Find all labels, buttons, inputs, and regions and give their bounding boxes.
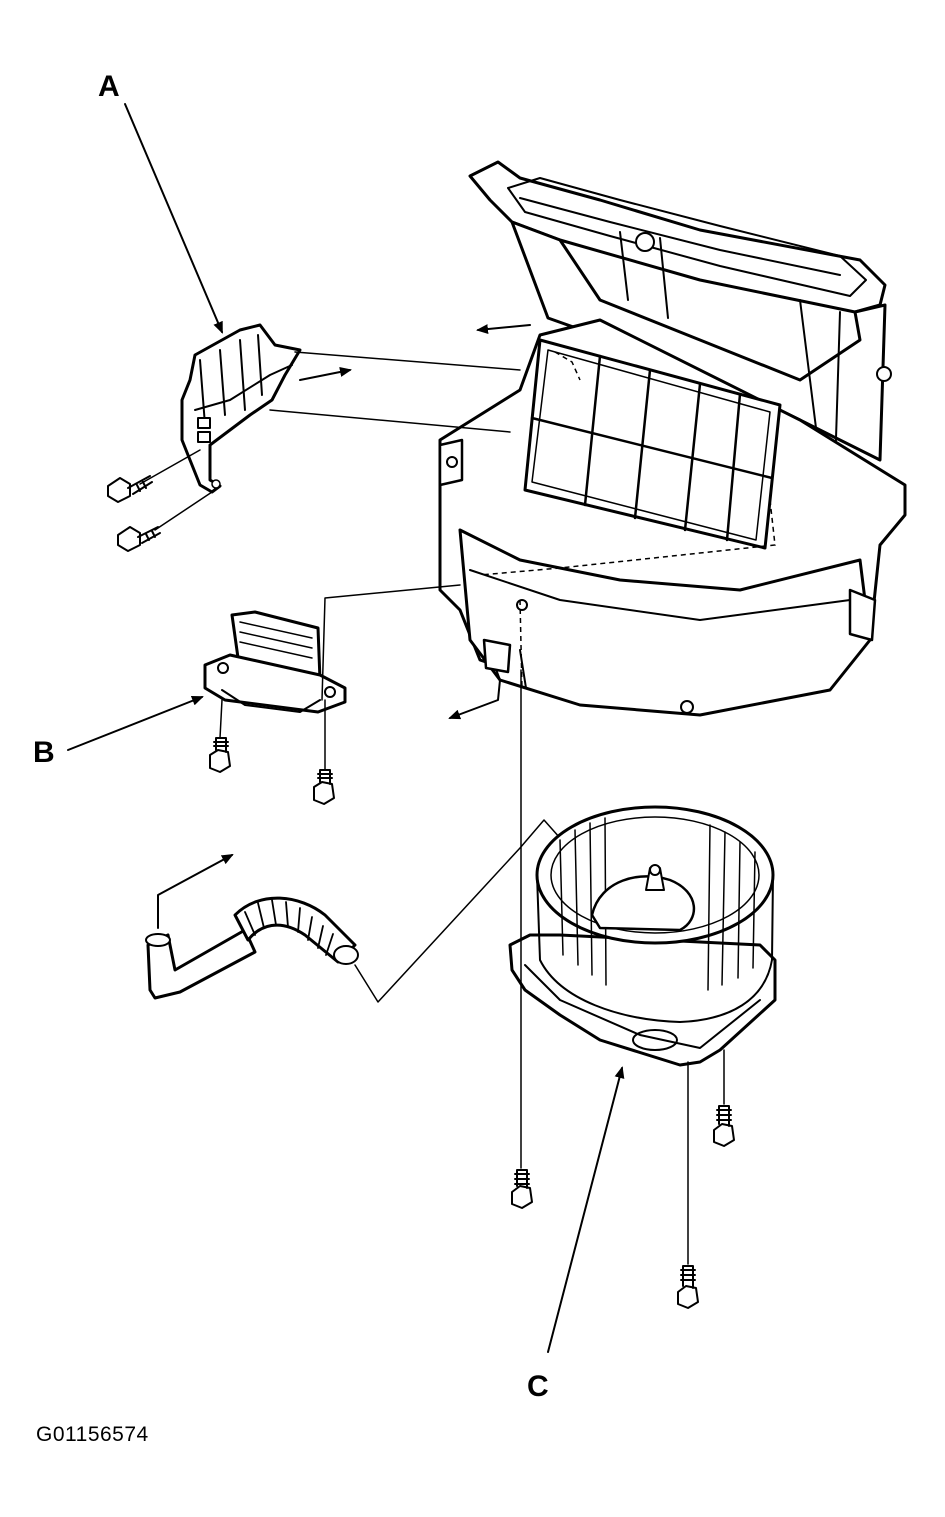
figure-id: G01156574 bbox=[36, 1423, 149, 1446]
screw-c2-icon bbox=[713, 1105, 735, 1147]
blower-motor-part-c bbox=[508, 805, 777, 1067]
resistor-part-b bbox=[203, 610, 347, 714]
screw-a2-icon bbox=[117, 526, 161, 552]
leader-lines-a bbox=[124, 103, 531, 531]
leader-lines-c bbox=[520, 669, 725, 1353]
blower-housing bbox=[438, 160, 907, 717]
screw-c1-icon bbox=[511, 1169, 533, 1209]
screw-b2-icon bbox=[313, 769, 335, 805]
leader-lines-b bbox=[67, 584, 501, 771]
drain-hose bbox=[145, 819, 561, 1003]
bracket-part-a bbox=[180, 323, 302, 494]
screw-a1-icon bbox=[107, 475, 153, 503]
screw-b1-icon bbox=[209, 737, 231, 773]
screw-c3-icon bbox=[677, 1265, 699, 1309]
callout-label-b: B bbox=[33, 736, 55, 769]
callout-label-c: C bbox=[527, 1370, 549, 1403]
callout-label-a: A bbox=[98, 70, 120, 103]
